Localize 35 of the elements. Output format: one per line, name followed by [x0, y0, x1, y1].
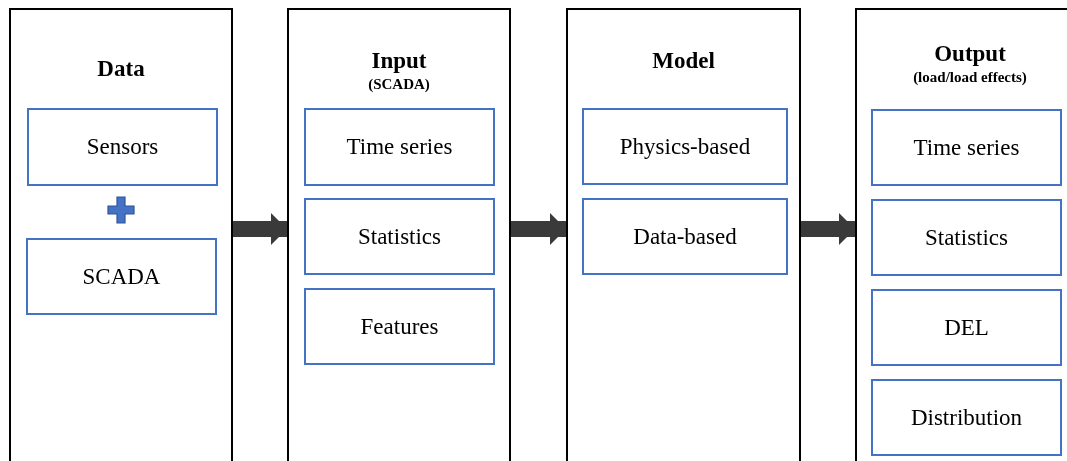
arrow [233, 213, 287, 245]
item-box [871, 289, 1062, 366]
item-label: SCADA [82, 263, 161, 290]
panel-title: Data [96, 56, 146, 82]
item-box [582, 108, 788, 185]
arrow [801, 213, 855, 245]
item-label: DEL [944, 314, 989, 341]
panel-title: Model [651, 48, 716, 74]
stage-panel [287, 8, 511, 461]
item-box [304, 198, 495, 275]
stage-panel [566, 8, 801, 461]
panel-title: Input [370, 48, 428, 74]
panel-title: Output [933, 41, 1007, 67]
item-label: Statistics [357, 223, 442, 250]
item-label: Distribution [910, 404, 1023, 431]
item-box [582, 198, 788, 275]
item-box [304, 108, 495, 186]
item-box [26, 238, 217, 315]
item-label: Data-based [633, 223, 737, 250]
panel-subtitle: (load/load effects) [912, 69, 1028, 86]
stage-panel [855, 8, 1067, 461]
item-label: Statistics [924, 224, 1009, 251]
item-box [871, 379, 1062, 456]
item-box [871, 109, 1062, 186]
item-label: Time series [346, 134, 453, 160]
item-box [304, 288, 495, 365]
item-label: Features [360, 313, 439, 340]
item-label: Sensors [86, 134, 159, 160]
item-label: Physics-based [619, 133, 751, 160]
item-box [871, 199, 1062, 276]
stage-panel [9, 8, 233, 461]
item-box [27, 108, 218, 186]
item-label: Time series [913, 134, 1020, 161]
panel-subtitle: (SCADA) [367, 76, 431, 93]
arrow [511, 213, 566, 245]
